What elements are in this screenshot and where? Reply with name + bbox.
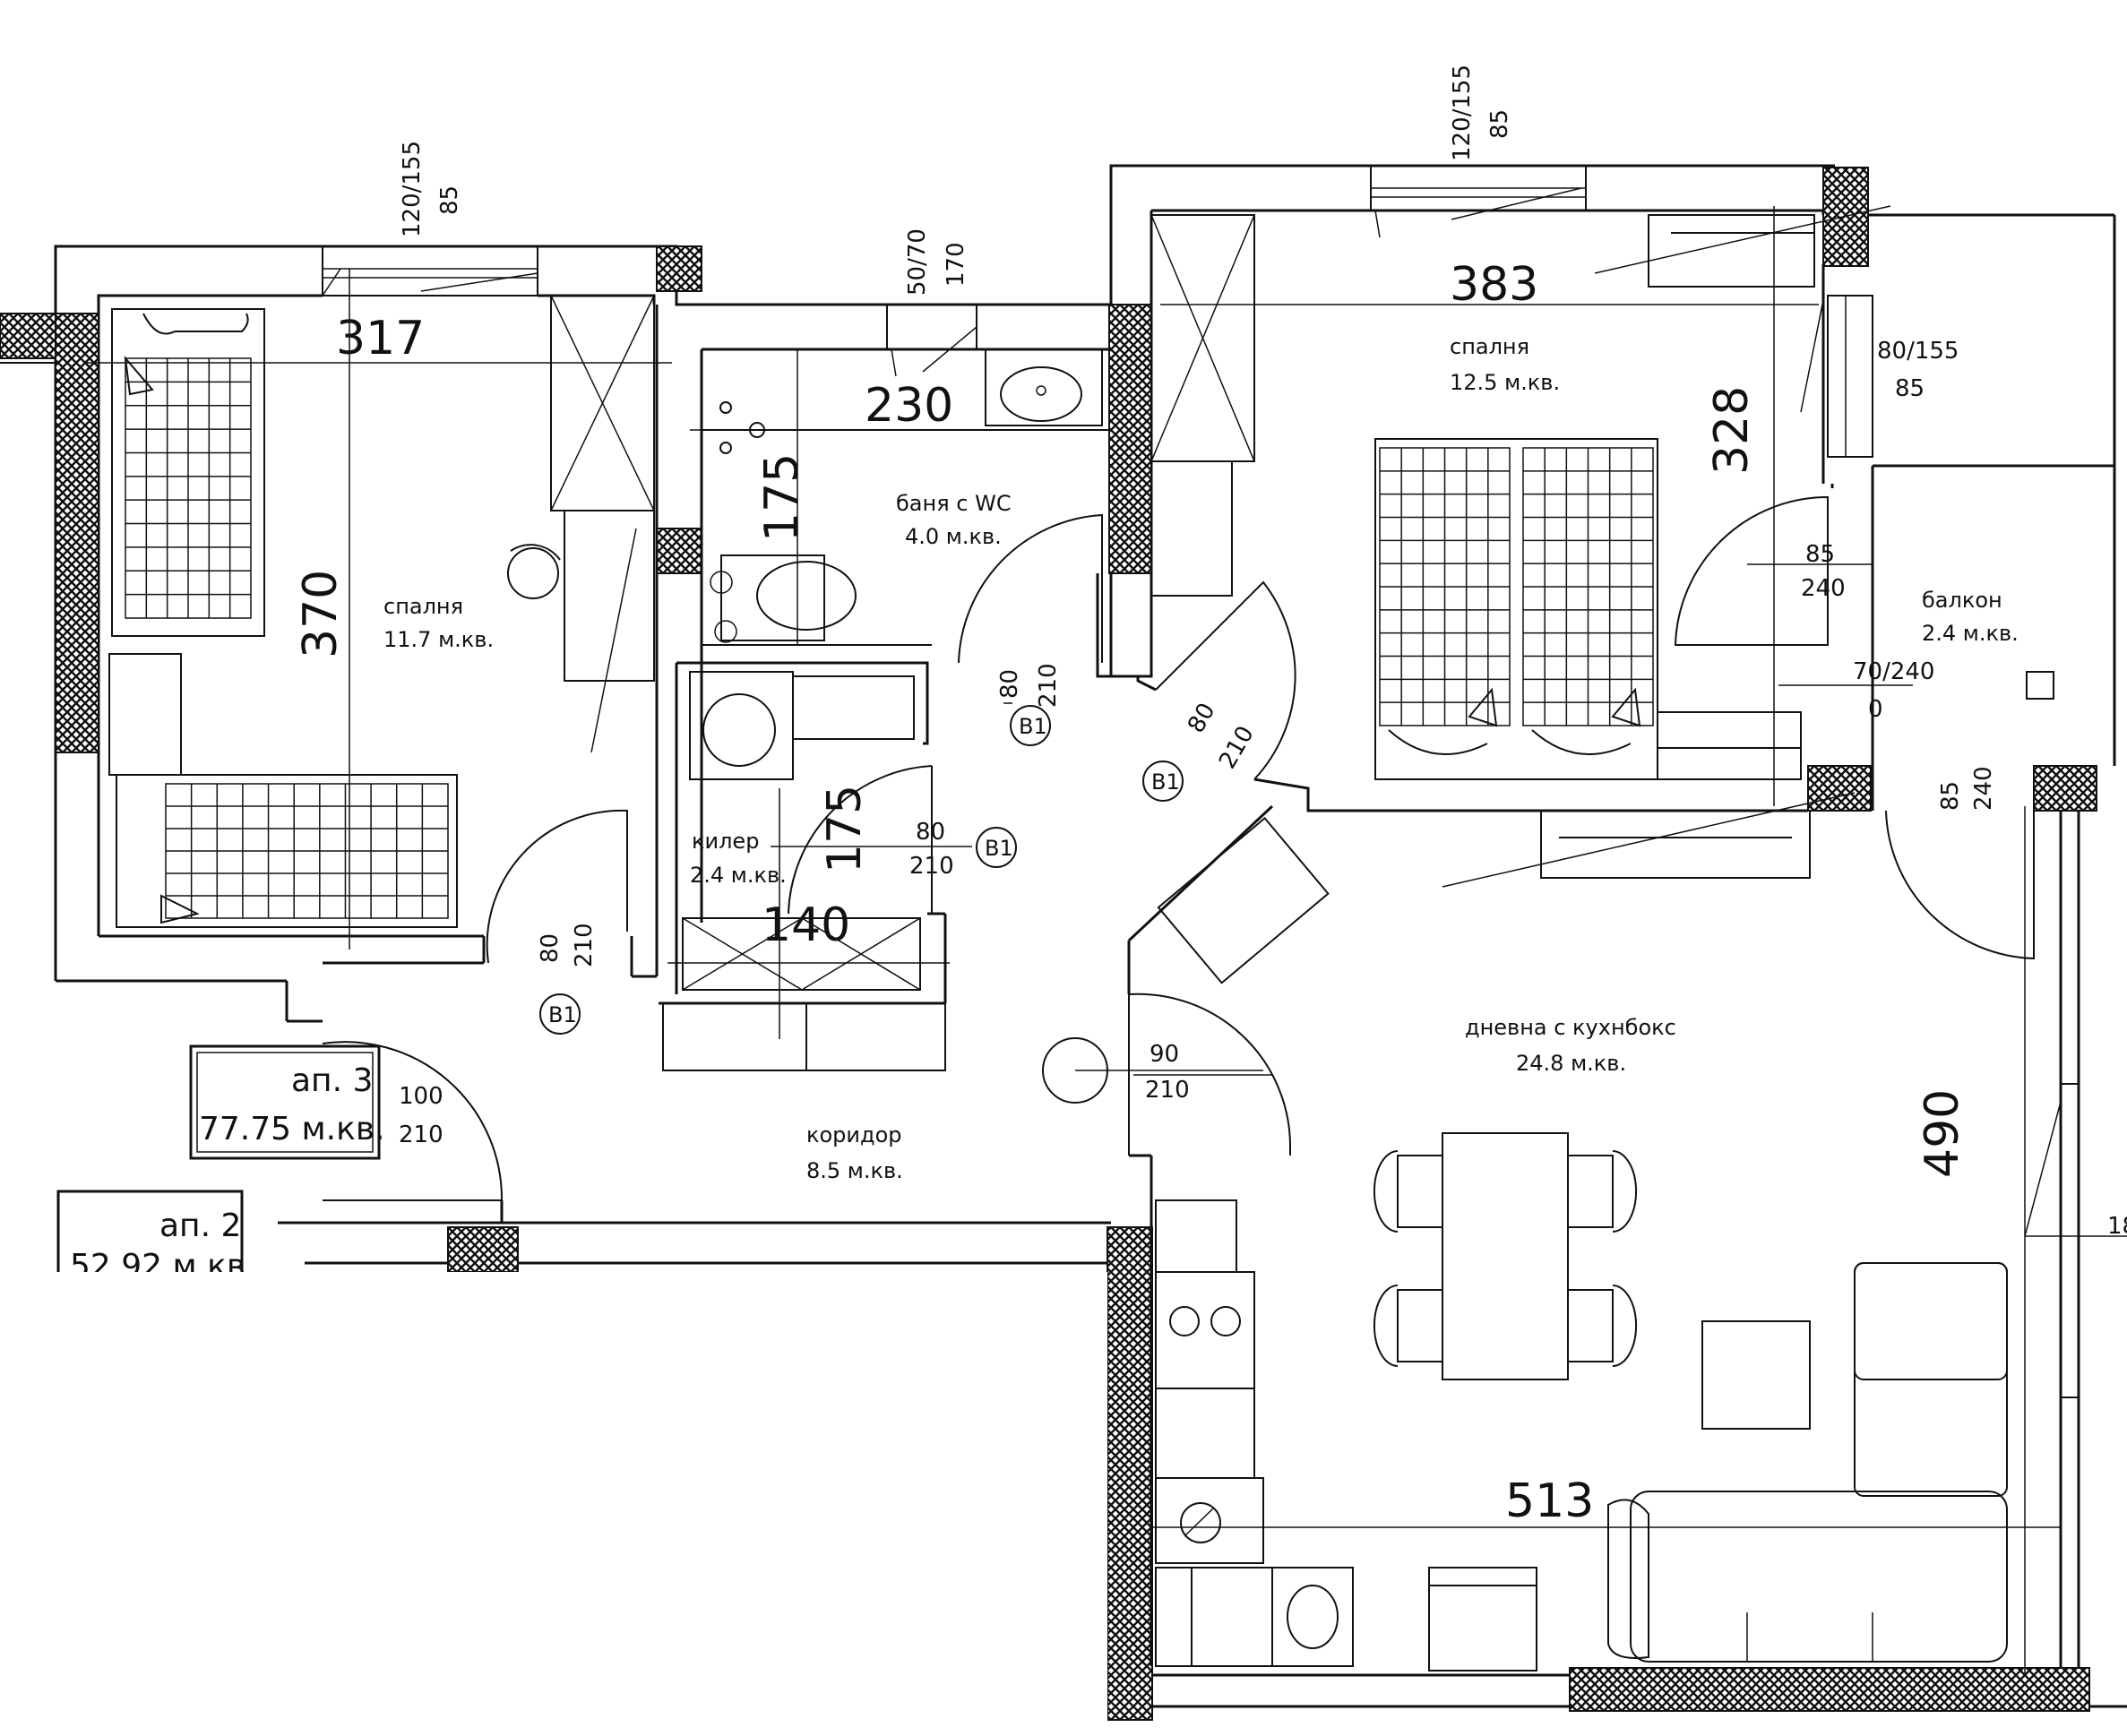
apt2-name: ап. 2 xyxy=(159,1207,241,1244)
door-tag-bath: B1 xyxy=(1010,705,1051,746)
room-labels: спалня 11.7 м.кв. спалня 12.5 м.кв. баня… xyxy=(383,334,2019,1183)
room-area-corridor: 8.5 м.кв. xyxy=(806,1158,903,1183)
balcony-window-sill: 0 xyxy=(1868,696,1883,723)
window-size-bath: 50/70 xyxy=(904,228,931,296)
window-sill-side: 85 xyxy=(1895,375,1925,402)
room-name-pantry: килер xyxy=(692,829,759,854)
dim-317: 317 xyxy=(336,312,425,365)
bedroom1-door-width: 80 xyxy=(537,933,564,963)
window-sill-right: 85 xyxy=(1486,109,1513,139)
window-sill-left: 85 xyxy=(436,185,463,215)
bed-grid-left-bottom xyxy=(166,784,448,918)
door-tags: B1 B1 B1 B1 xyxy=(539,705,1184,1035)
svg-text:B1: B1 xyxy=(1151,769,1180,795)
window-sill-bath: 170 xyxy=(943,242,969,287)
room-name-bedroom-right: спалня xyxy=(1450,334,1529,359)
dim-175-pantry: 175 xyxy=(818,785,872,873)
living-door2-width: 90 xyxy=(1150,1041,1179,1068)
entry-door-width: 100 xyxy=(399,1083,443,1110)
room-area-balcony: 2.4 м.кв. xyxy=(1922,621,2019,646)
windows xyxy=(322,165,2127,1398)
door-swings xyxy=(322,495,2035,1223)
masked-area xyxy=(0,1272,1107,1736)
pantry-door-height: 210 xyxy=(909,853,954,880)
room-name-bedroom-left: спалня xyxy=(383,594,463,619)
dim-513: 513 xyxy=(1505,1474,1594,1528)
living-door-width: 85 xyxy=(1937,781,1964,811)
bath-door-height: 210 xyxy=(1035,663,1062,708)
dim-490: 490 xyxy=(1916,1089,1969,1178)
door-tag-bedroom2: B1 xyxy=(1142,761,1184,802)
bath-door-width: 80 xyxy=(996,669,1023,699)
bed-grid-left-top xyxy=(125,358,251,618)
room-area-pantry: 2.4 м.кв. xyxy=(690,863,787,888)
window-size-left: 120/155 xyxy=(399,141,426,237)
opening-labels: 120/155 85 50/70 170 120/155 85 80/155 8… xyxy=(399,64,2127,1240)
bed-grid-right-a xyxy=(1380,448,1510,726)
apt3-area: 77.75 м.кв. xyxy=(199,1111,385,1147)
svg-text:B1: B1 xyxy=(548,1002,577,1027)
dim-140: 140 xyxy=(762,898,850,952)
dimension-lines xyxy=(85,206,2061,1675)
apt3-name: ап. 3 xyxy=(291,1062,373,1099)
dimension-labels: 317 370 230 175 175 140 383 328 490 513 xyxy=(294,258,1969,1528)
room-area-bedroom-right: 12.5 м.кв. xyxy=(1450,370,1560,395)
room-area-bedroom-left: 11.7 м.кв. xyxy=(383,627,494,652)
dim-175-bath: 175 xyxy=(755,453,809,542)
svg-text:B1: B1 xyxy=(985,836,1013,861)
dim-230: 230 xyxy=(865,379,953,433)
bedroom2-door-height: 210 xyxy=(1214,722,1260,774)
bed-grid-right-b xyxy=(1523,448,1653,726)
apartment-labels: ап. 3 77.75 м.кв. ап. 2 52.92 м.кв xyxy=(56,1044,385,1285)
entry-door-height: 210 xyxy=(399,1122,443,1148)
living-door2-height: 210 xyxy=(1145,1077,1190,1104)
room-name-balcony: балкон xyxy=(1922,588,2002,613)
bedroom1-door-height: 210 xyxy=(571,923,598,967)
window-size-right: 120/155 xyxy=(1449,64,1476,161)
window-size-side: 80/155 xyxy=(1877,338,1959,365)
room-name-corridor: коридор xyxy=(806,1122,902,1147)
balcony-door-height: 240 xyxy=(1801,575,1846,602)
room-name-living: дневна с кухнбокс xyxy=(1465,1015,1676,1040)
dim-383: 383 xyxy=(1450,258,1538,312)
svg-text:B1: B1 xyxy=(1019,714,1047,739)
structural-columns xyxy=(0,167,2097,1721)
room-name-bathroom: баня с WC xyxy=(896,491,1012,516)
bedroom2-door-width: 80 xyxy=(1183,699,1221,738)
dim-370: 370 xyxy=(294,570,348,658)
window-size-edge: 18 xyxy=(2107,1213,2127,1240)
balcony-door-width: 85 xyxy=(1805,541,1835,568)
living-door-height: 240 xyxy=(1970,766,1997,811)
door-tag-pantry: B1 xyxy=(976,827,1017,868)
dim-328: 328 xyxy=(1705,386,1759,475)
room-area-bathroom: 4.0 м.кв. xyxy=(905,524,1002,549)
pantry-door-width: 80 xyxy=(916,819,945,846)
room-area-living: 24.8 м.кв. xyxy=(1516,1051,1626,1076)
door-tag-bedroom1: B1 xyxy=(539,993,581,1035)
balcony-window-size: 70/240 xyxy=(1853,658,1934,685)
